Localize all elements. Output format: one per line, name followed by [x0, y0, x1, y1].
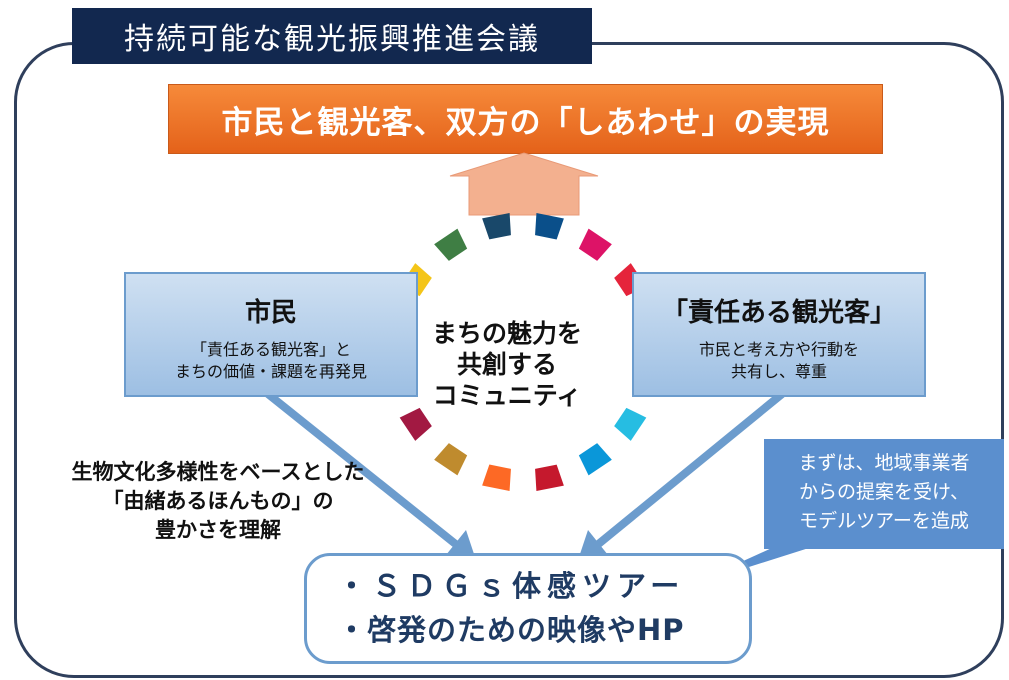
center-line: まちの魅力を: [431, 319, 582, 348]
right-diagonal-arrow: [593, 390, 785, 550]
left-diagonal-arrow: [265, 390, 461, 550]
sdg-ring-segment: [535, 464, 564, 492]
tourist-panel-body: 市民と考え方や行動を 共有し、尊重: [634, 339, 924, 383]
sdg-ring-segment: [482, 464, 511, 492]
left-note-line: 「由緒あるほんもの」の: [102, 489, 334, 513]
up-arrow: [449, 152, 599, 216]
initiatives-box: ・ＳＤＧｓ体感ツアー ・啓発のための映像やHP: [304, 553, 752, 664]
sdg-ring-segment: [399, 407, 432, 441]
callout-box: まずは、地域事業者 からの提案を受け、 モデルツアーを造成: [764, 439, 1004, 549]
sdg-ring-segment: [614, 407, 647, 441]
callout-line: モデルツアーを造成: [799, 510, 969, 532]
citizen-panel-line: 「責任ある観光客」と: [190, 340, 351, 359]
left-note: 生物文化多様性をベースとした 「由緒あるほんもの」の 豊かさを理解: [8, 458, 428, 545]
center-line: 共創する: [456, 350, 557, 379]
citizen-panel-body: 「責任ある観光客」と まちの価値・課題を再発見: [126, 339, 416, 383]
citizen-panel-line: まちの価値・課題を再発見: [174, 362, 367, 381]
sdg-ring-segment: [434, 228, 468, 261]
tourist-panel: 「責任ある観光客」 市民と考え方や行動を 共有し、尊重: [632, 272, 926, 397]
callout-line: からの提案を受け、: [798, 481, 970, 503]
center-text: まちの魅力を 共創する コミュニティ: [402, 318, 612, 411]
sdg-ring-segment: [434, 443, 468, 476]
sdg-ring-segment: [535, 212, 564, 240]
citizen-panel: 市民 「責任ある観光客」と まちの価値・課題を再発見: [124, 272, 418, 397]
citizen-panel-title: 市民: [244, 298, 297, 328]
header-title: 持続可能な観光振興推進会議: [72, 8, 592, 64]
center-line: コミュニティ: [432, 381, 582, 410]
right-diagonal-arrowhead: [578, 530, 608, 560]
tourist-panel-line: 市民と考え方や行動を: [698, 340, 859, 359]
left-note-line: 生物文化多様性をベースとした: [71, 460, 365, 484]
tourist-panel-title: 「責任ある観光客」: [661, 298, 896, 328]
tourist-panel-line: 共有し、尊重: [730, 362, 827, 381]
sdg-ring-segment: [578, 443, 612, 476]
callout-line: まずは、地域事業者: [798, 452, 970, 474]
sdg-ring-segment: [482, 212, 511, 240]
initiative-line: ・ＳＤＧｓ体感ツアー: [337, 569, 686, 603]
sdg-ring-segment: [578, 228, 612, 261]
left-diagonal-arrowhead: [446, 530, 476, 560]
initiative-line: ・啓発のための映像やHP: [337, 613, 685, 647]
left-note-line: 豊かさを理解: [155, 518, 281, 542]
